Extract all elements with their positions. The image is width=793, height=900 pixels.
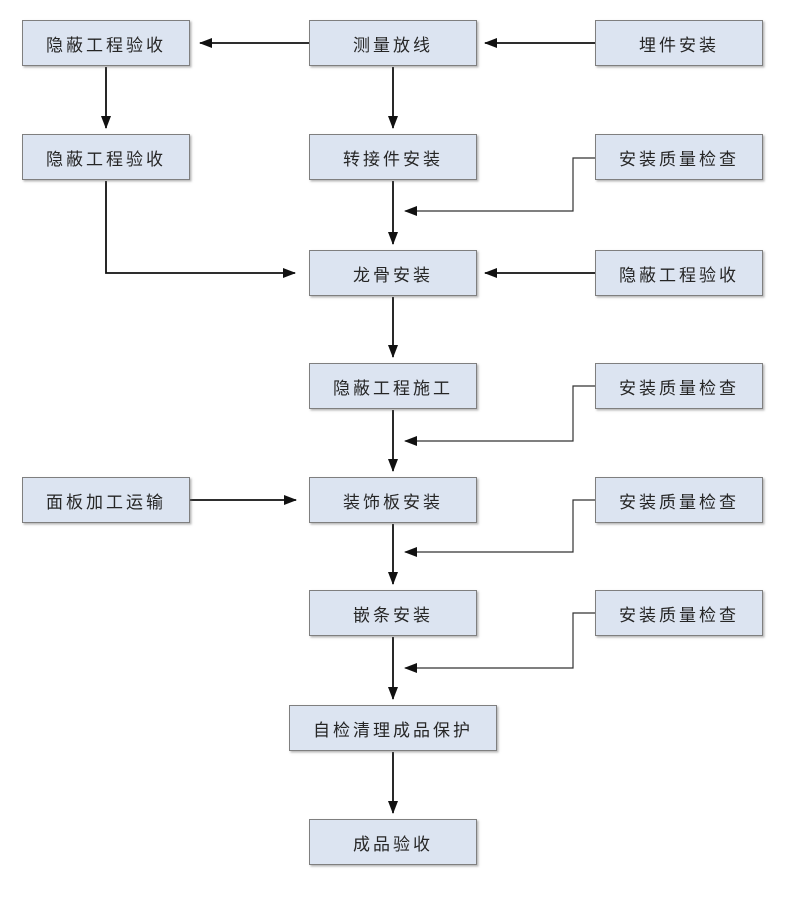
node-concealed-work-construction: 隐蔽工程施工	[309, 363, 477, 409]
node-embedded-parts-install: 埋件安装	[595, 20, 763, 66]
node-panel-processing-transport: 面板加工运输	[22, 477, 190, 523]
node-self-check-cleanup-protection: 自检清理成品保护	[289, 705, 497, 751]
node-adapter-install: 转接件安装	[309, 134, 477, 180]
node-quality-check-3: 安装质量检查	[595, 477, 763, 523]
node-quality-check-2: 安装质量检查	[595, 363, 763, 409]
arrow-concealed-left-to-keel	[105, 181, 296, 278]
node-keel-install: 龙骨安装	[309, 250, 477, 296]
node-finished-product-acceptance: 成品验收	[309, 819, 477, 865]
node-quality-check-4: 安装质量检查	[595, 590, 763, 636]
node-concealed-acceptance-top-left: 隐蔽工程验收	[22, 20, 190, 66]
node-concealed-acceptance-right: 隐蔽工程验收	[595, 250, 763, 296]
node-trim-strip-install: 嵌条安装	[309, 590, 477, 636]
node-quality-check-1: 安装质量检查	[595, 134, 763, 180]
node-concealed-acceptance-left: 隐蔽工程验收	[22, 134, 190, 180]
node-decorative-panel-install: 装饰板安装	[309, 477, 477, 523]
node-measure-setting-out: 测量放线	[309, 20, 477, 66]
